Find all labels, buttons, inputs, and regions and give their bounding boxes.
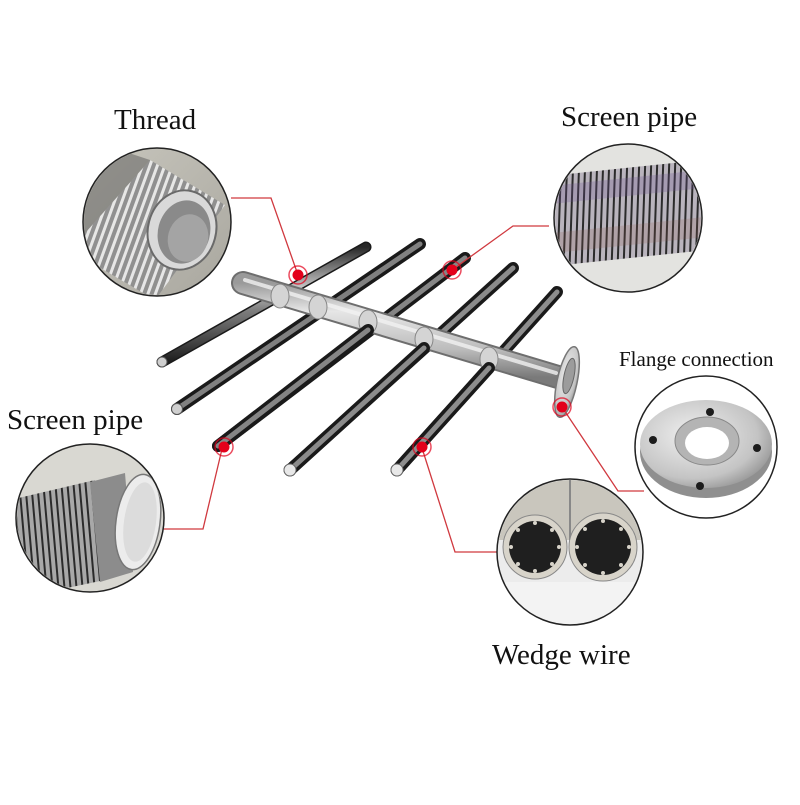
connector-screen-pipe-left	[163, 448, 223, 530]
detail-thread-photo	[82, 147, 232, 297]
tee-fitting	[270, 283, 290, 309]
callout-label-screen-pipe-top: Screen pipe	[561, 101, 698, 133]
marker-flange	[552, 397, 572, 417]
callout-label-wedge-wire: Wedge wire	[492, 639, 631, 671]
connector-screen-pipe-top	[451, 225, 549, 271]
detail-screen-pipe-top-photo	[553, 143, 703, 293]
connector-wedge-wire	[421, 447, 498, 553]
callout-label-thread: Thread	[114, 104, 197, 136]
detail-flange-photo	[634, 375, 778, 519]
marker-wedge-wire	[412, 437, 432, 457]
marker-screen-pipe-top	[442, 260, 462, 280]
connector-lines	[163, 197, 644, 553]
detail-wedge-wire-photo	[496, 478, 644, 626]
tee-fitting	[308, 294, 328, 320]
callout-markers	[214, 260, 572, 457]
marker-thread	[288, 265, 308, 285]
marker-screen-pipe-left	[214, 437, 234, 457]
header-pipe	[231, 271, 581, 419]
detail-screen-pipe-left-photo	[15, 443, 165, 593]
connector-thread	[231, 197, 299, 276]
lateral-rods-front	[212, 324, 495, 477]
callout-label-flange-connection: Flange connection	[619, 347, 774, 371]
connector-flange	[561, 406, 644, 492]
callout-label-screen-pipe-left: Screen pipe	[7, 404, 144, 436]
